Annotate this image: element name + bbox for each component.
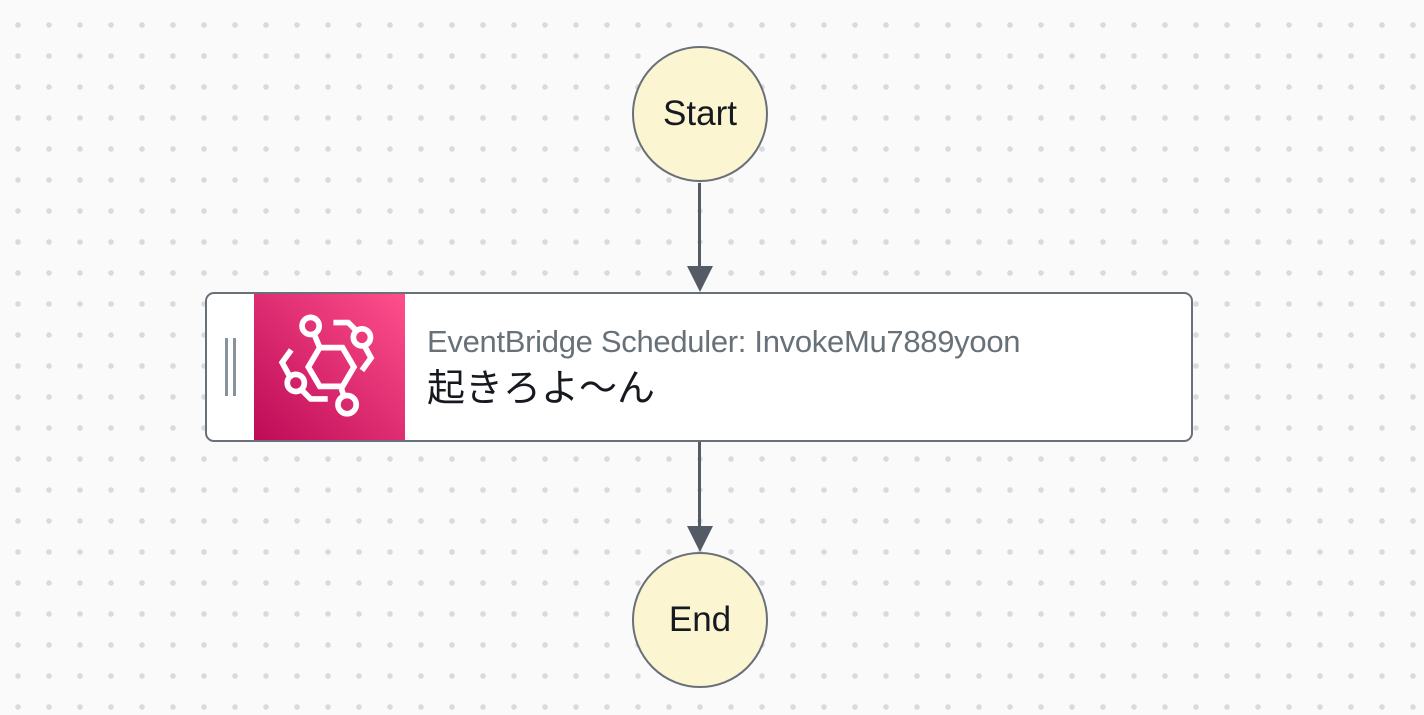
task-node-title: EventBridge Scheduler: InvokeMu7889yoon — [427, 323, 1021, 359]
drag-handle-bar — [225, 338, 228, 396]
end-node[interactable]: End — [632, 552, 768, 688]
start-node-label: Start — [663, 94, 737, 133]
drag-handle[interactable] — [207, 294, 254, 440]
task-node-subtitle: 起きろよ〜ん — [427, 367, 656, 410]
edge-start-to-task-arrowhead-icon — [686, 266, 713, 292]
drag-handle-bar — [233, 338, 236, 396]
task-node-text: EventBridge Scheduler: InvokeMu7889yoon … — [405, 294, 1191, 440]
edge-task-to-end-arrowhead-icon — [686, 526, 713, 552]
edge-start-to-task-line — [698, 183, 701, 267]
start-node[interactable]: Start — [632, 46, 768, 182]
task-node-eventbridge-scheduler[interactable]: EventBridge Scheduler: InvokeMu7889yoon … — [205, 292, 1193, 442]
edge-task-to-end-line — [698, 442, 701, 527]
end-node-label: End — [668, 600, 732, 639]
eventbridge-scheduler-icon — [254, 294, 405, 440]
